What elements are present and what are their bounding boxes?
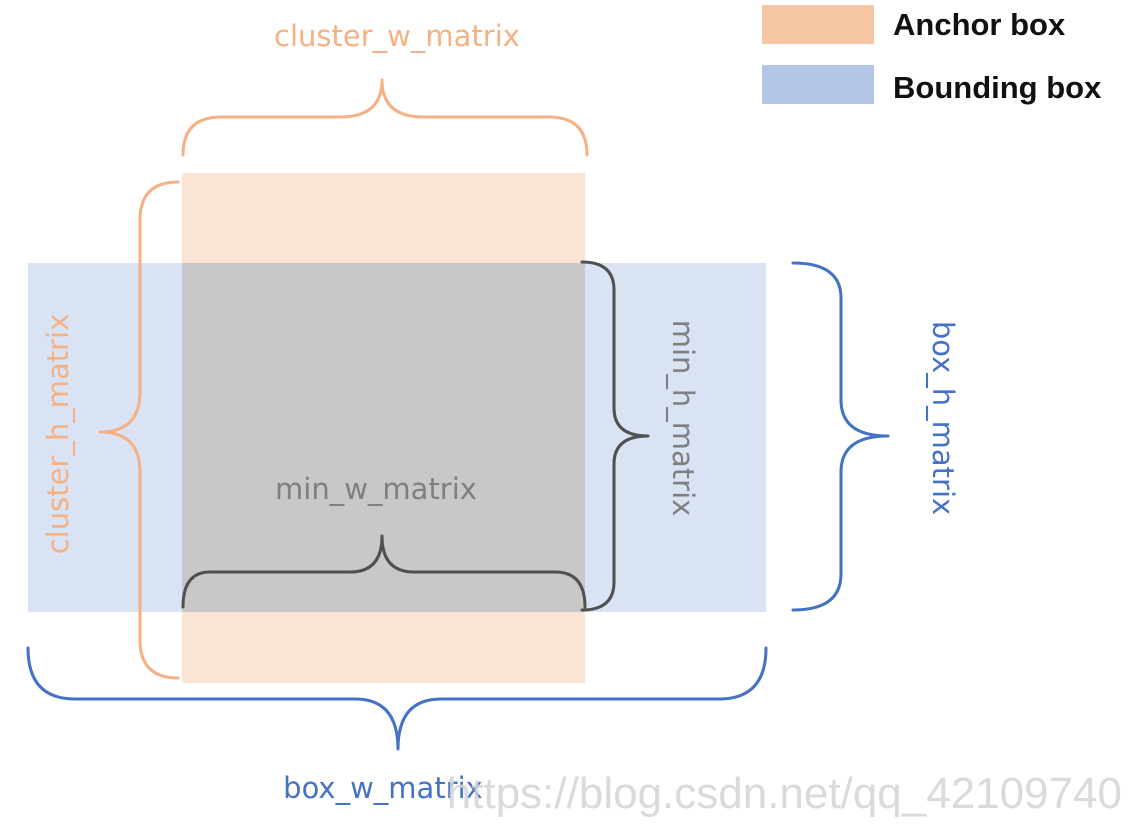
min-h-brace <box>580 260 650 612</box>
min-w-brace <box>181 534 587 609</box>
box-w-brace <box>26 646 768 751</box>
box-h-label: box_h_matrix <box>926 321 960 515</box>
legend: Anchor box Bounding box <box>762 5 1102 105</box>
min-h-label: min_h_matrix <box>666 320 700 517</box>
cluster-h-brace <box>98 180 180 680</box>
box-w-label: box_w_matrix <box>283 771 483 805</box>
cluster-h-label: cluster_h_matrix <box>41 314 75 555</box>
legend-item-anchor-box: Anchor box <box>762 5 1066 44</box>
legend-swatch-bounding-box <box>762 65 874 104</box>
legend-swatch-anchor-box <box>762 5 874 44</box>
min-w-label: min_w_matrix <box>275 472 477 506</box>
cluster-w-label: cluster_w_matrix <box>274 19 520 53</box>
box-h-brace <box>791 261 890 612</box>
legend-label-bounding-box: Bounding box <box>893 70 1102 105</box>
overlap-region <box>182 263 585 612</box>
cluster-w-brace <box>181 78 589 157</box>
watermark-text: https://blog.csdn.net/qq_42109740 <box>447 769 1122 818</box>
legend-label-anchor-box: Anchor box <box>893 7 1066 42</box>
legend-item-bounding-box: Bounding box <box>762 65 1102 105</box>
